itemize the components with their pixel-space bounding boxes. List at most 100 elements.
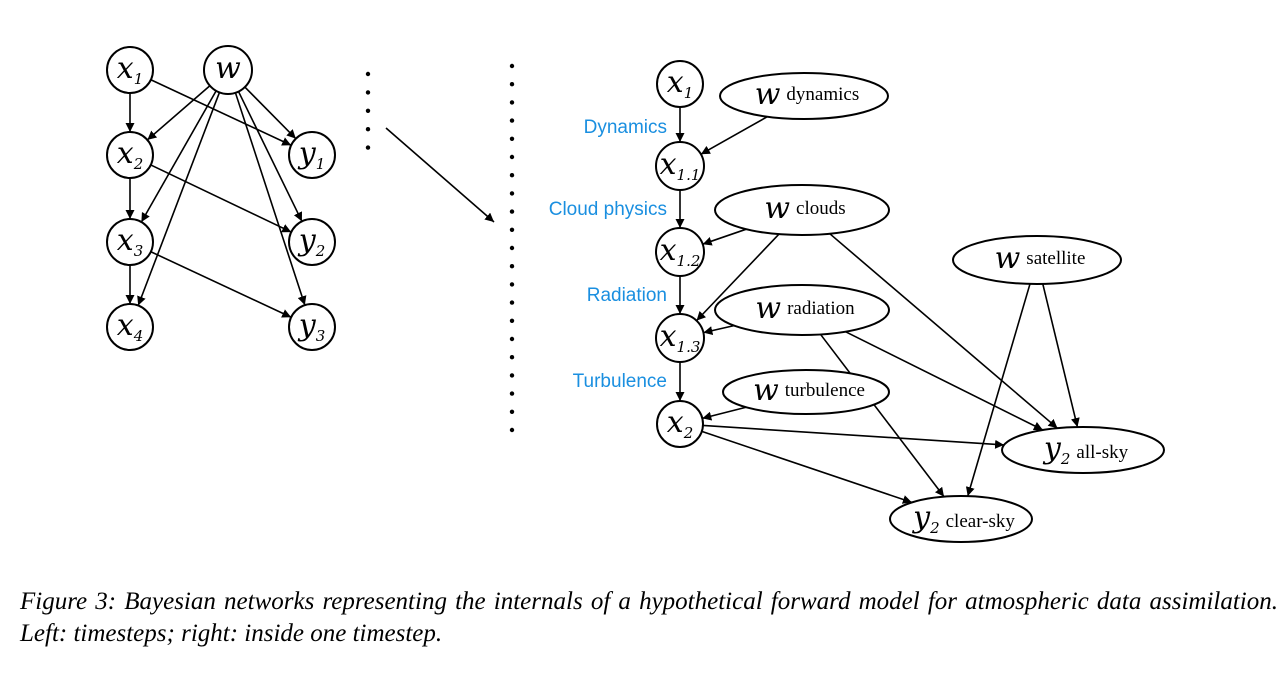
right-edge-wcld-yall xyxy=(829,233,1058,429)
node-label: radiation xyxy=(787,298,855,319)
dot xyxy=(509,191,515,196)
node-subscript: 2 xyxy=(1060,450,1071,468)
left-edge-x2-y2 xyxy=(150,164,292,233)
node-subscript: 2 xyxy=(929,519,940,537)
dot xyxy=(509,373,515,378)
node-label: clear-sky xyxy=(946,511,1016,532)
right-node-rx12: x1.2 xyxy=(655,227,705,277)
node-symbol: w xyxy=(755,77,781,112)
node-symbol: y xyxy=(297,223,317,258)
dot xyxy=(509,118,515,123)
node-shape xyxy=(952,235,1122,285)
node-symbol: x xyxy=(117,136,134,171)
node-shape xyxy=(714,284,890,336)
node-shape xyxy=(655,227,705,277)
dot xyxy=(509,264,515,269)
node-subscript: 3 xyxy=(134,242,144,260)
node-label: all-sky xyxy=(1076,442,1128,463)
right-edge-wrad-yclr xyxy=(819,333,945,498)
node-symbol: x xyxy=(660,147,677,182)
dot xyxy=(509,300,515,305)
node-text: w radiation xyxy=(755,291,855,326)
node-symbol: x xyxy=(117,308,134,343)
node-label: satellite xyxy=(1026,248,1085,269)
node-shape xyxy=(106,218,154,266)
node-shape xyxy=(106,46,154,94)
left-node-y1: y1 xyxy=(288,131,336,179)
dot xyxy=(509,100,515,105)
node-symbol: x xyxy=(117,223,134,258)
node-shape xyxy=(656,400,704,448)
left-edge-w-y2 xyxy=(237,91,303,222)
dot xyxy=(365,108,371,114)
node-shape xyxy=(719,72,889,120)
right-node-rx11: x1.1 xyxy=(655,141,705,191)
node-text: x2 xyxy=(117,136,143,173)
dot xyxy=(509,391,515,396)
right-edge-wdyn-rx11 xyxy=(700,115,768,155)
right-node-rx1: x1 xyxy=(656,60,704,108)
node-subscript: 2 xyxy=(683,424,694,442)
node-symbol: x xyxy=(667,65,684,100)
left-node-w: w xyxy=(203,45,253,95)
node-text: y2 xyxy=(297,223,326,260)
node-symbol: w xyxy=(755,291,781,326)
stage-label-dynamics: Dynamics xyxy=(584,117,667,138)
left-edge-w-y3 xyxy=(234,92,307,306)
right-edge-wcld-rx13 xyxy=(695,233,780,322)
node-subscript: 1.3 xyxy=(677,338,701,356)
right-node-wrad: w radiation xyxy=(714,284,890,336)
node-subscript: 1.1 xyxy=(677,166,701,184)
dot xyxy=(509,209,515,214)
stage-label-radiation: Radiation xyxy=(587,285,667,306)
node-subscript: 1 xyxy=(134,70,144,88)
dot xyxy=(365,90,371,95)
left-node-x1: x1 xyxy=(106,46,154,94)
node-text: x3 xyxy=(117,223,143,260)
node-text: x1.2 xyxy=(660,233,701,270)
dot xyxy=(509,63,515,69)
dot xyxy=(509,245,515,251)
left-edge-w-y1 xyxy=(244,86,297,140)
dot xyxy=(509,355,515,360)
node-shape xyxy=(106,131,154,179)
node-symbol: x xyxy=(660,233,677,268)
node-shape xyxy=(288,218,336,266)
right-edge-wrad-rx13 xyxy=(703,324,735,336)
node-shape xyxy=(722,369,890,415)
right-edge-wcld-rx12 xyxy=(702,228,747,246)
dot xyxy=(365,71,371,77)
dot xyxy=(509,154,515,160)
right-edge-rx2-yclr xyxy=(701,430,913,504)
stage-label-turbulence: Turbulence xyxy=(573,371,667,392)
ellipsis-dots xyxy=(365,63,515,433)
node-shape xyxy=(1001,426,1165,474)
dot xyxy=(509,409,515,414)
node-subscript: 1 xyxy=(316,155,326,173)
left-edge-x3-y3 xyxy=(150,251,292,318)
node-shape xyxy=(656,60,704,108)
edges-layer xyxy=(125,79,1080,504)
stage-label-cloud-physics: Cloud physics xyxy=(549,199,667,220)
right-node-rx13: x1.3 xyxy=(655,313,705,363)
dot xyxy=(509,318,515,323)
node-text: x1.1 xyxy=(660,147,701,184)
left-node-x3: x3 xyxy=(106,218,154,266)
node-subscript: 2 xyxy=(133,155,144,173)
node-symbol: y xyxy=(911,500,931,535)
right-node-yclr: y2 clear-sky xyxy=(889,495,1033,543)
left-node-x4: x4 xyxy=(106,303,154,351)
dot xyxy=(365,145,371,150)
node-text: x4 xyxy=(117,308,143,345)
node-shape xyxy=(889,495,1033,543)
node-shape xyxy=(714,184,890,236)
expand-arrow xyxy=(385,127,495,223)
node-symbol: x xyxy=(667,405,684,440)
